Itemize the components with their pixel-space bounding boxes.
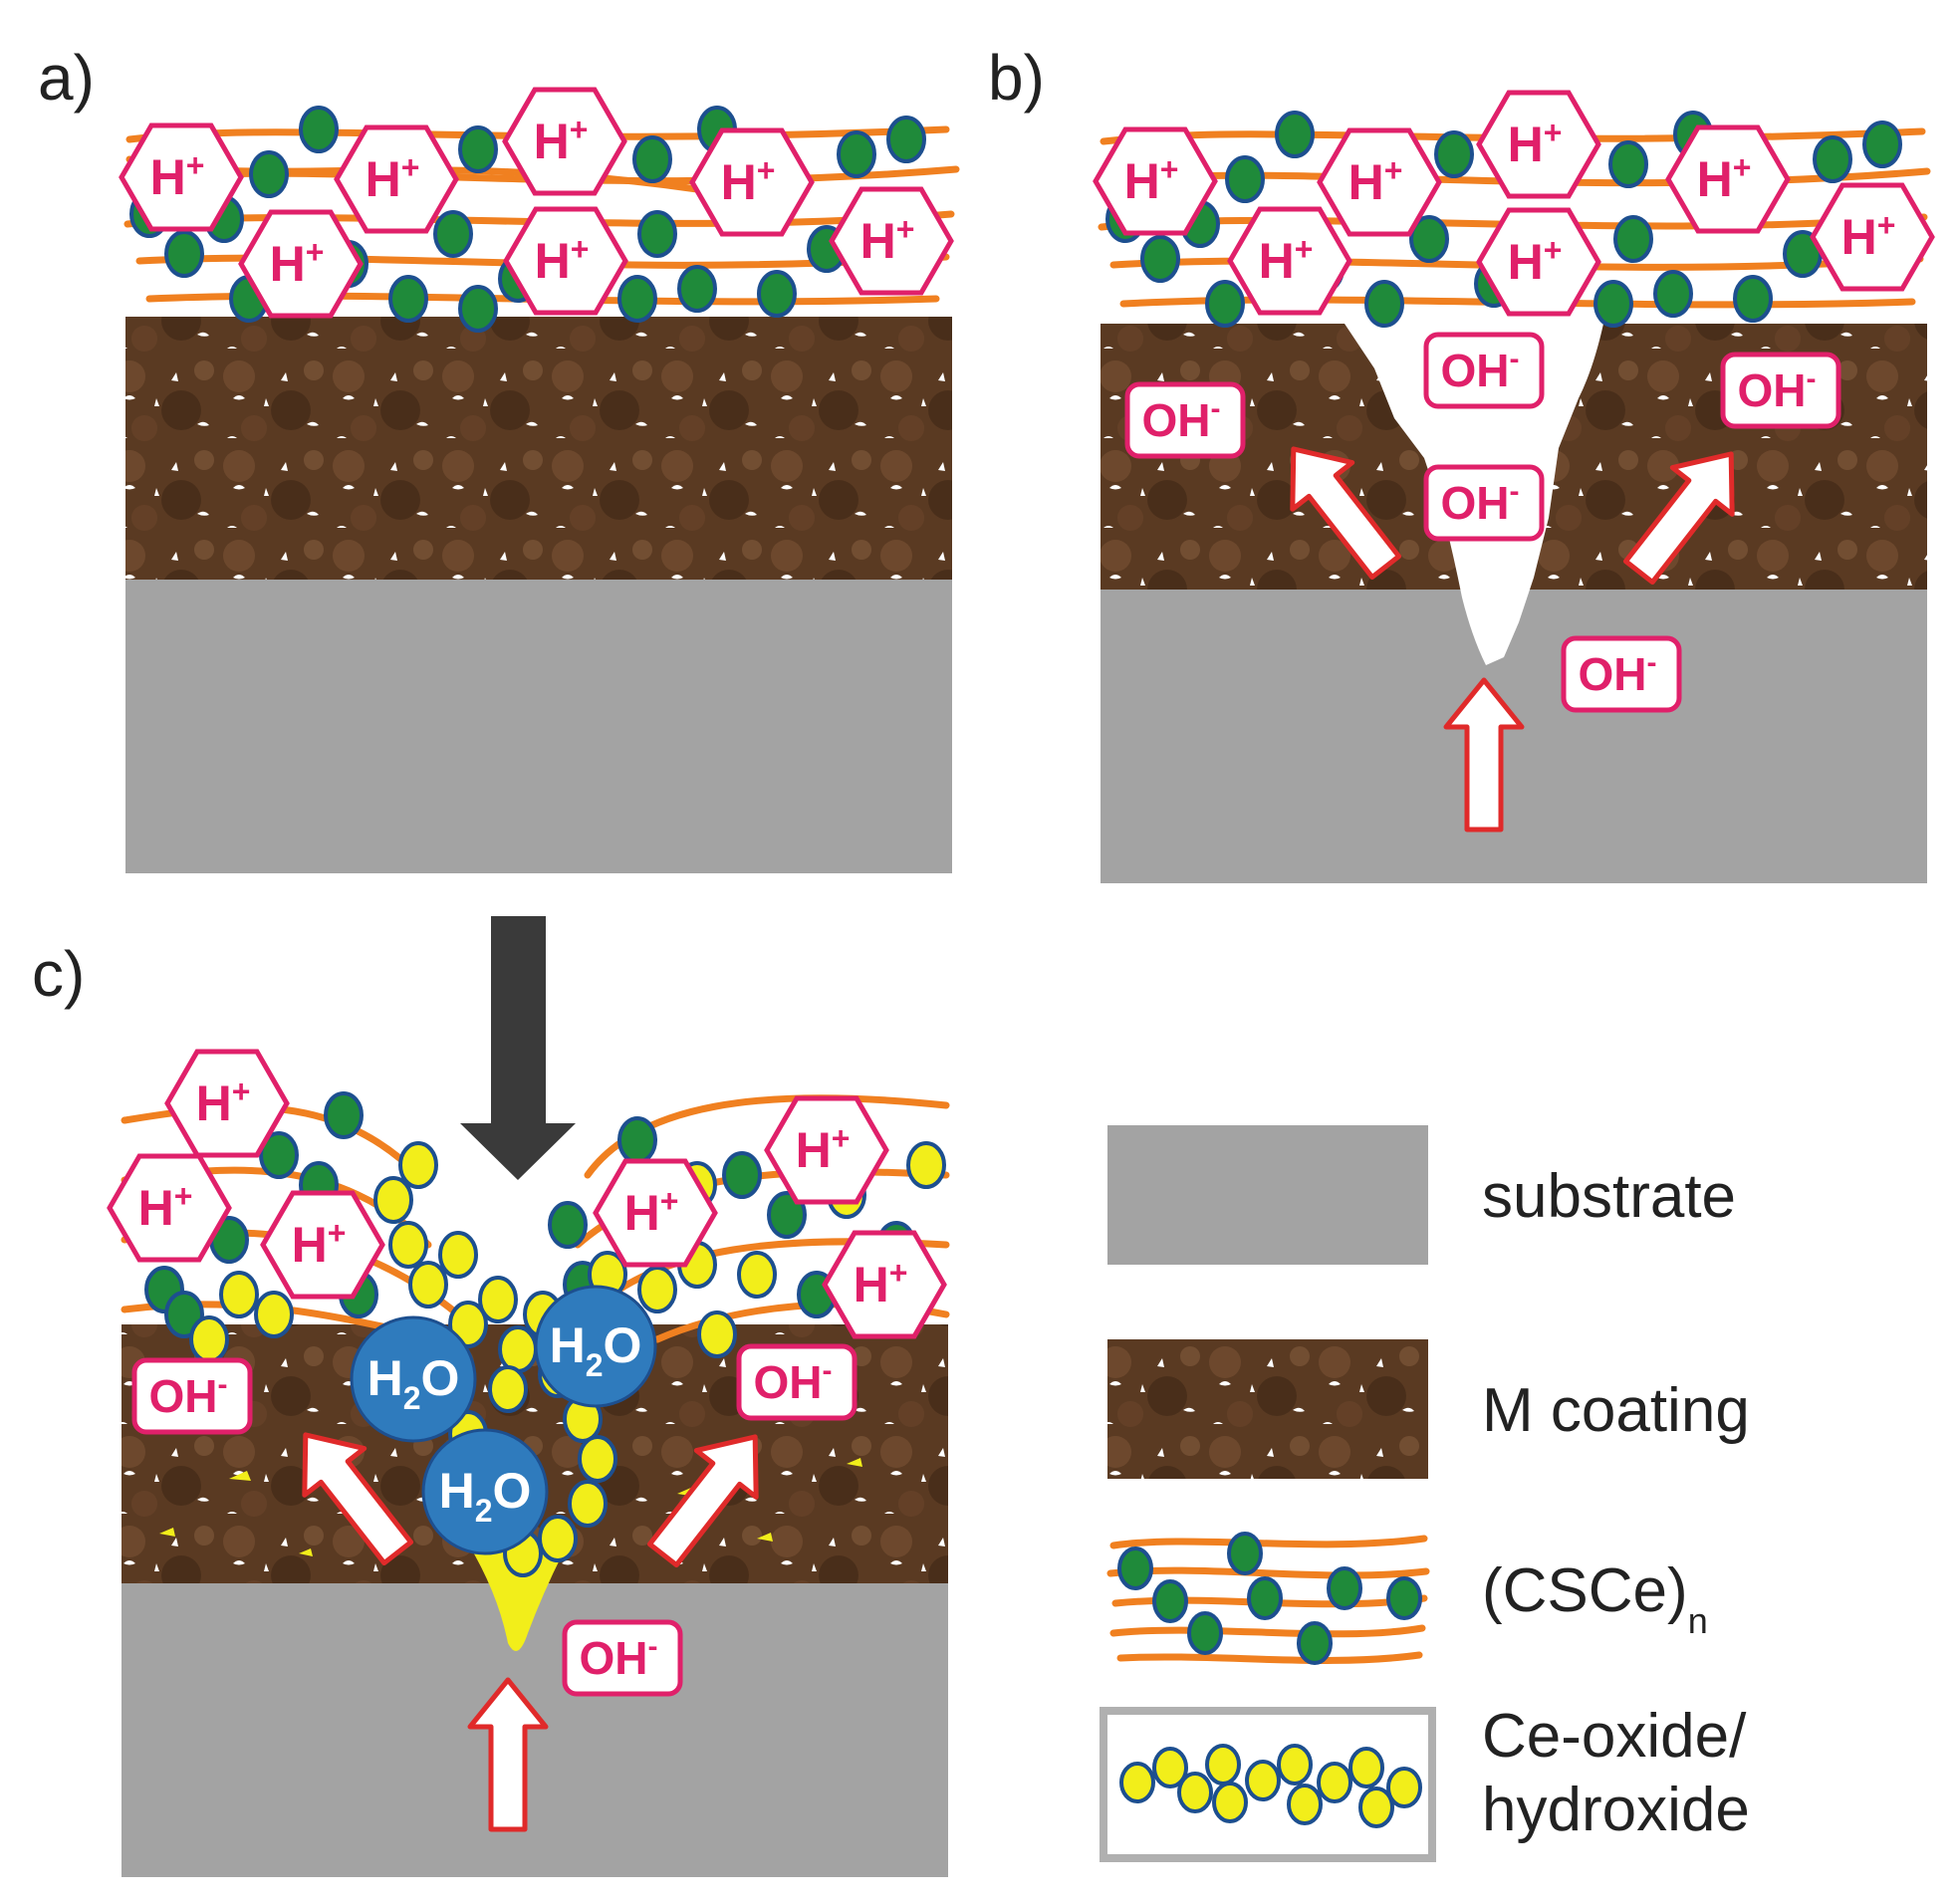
svg-text:OH-: OH- bbox=[580, 1630, 658, 1684]
substrate-layer bbox=[125, 580, 952, 873]
h-plus-hexagon: H+ bbox=[167, 1052, 287, 1155]
h-plus-hexagon: H+ bbox=[506, 209, 625, 313]
h-plus-hexagon: H+ bbox=[241, 212, 361, 316]
hydroxide-labels: OH- OH- OH- OH- OH- bbox=[1127, 335, 1838, 710]
h-plus-hexagon: H+ bbox=[825, 1233, 944, 1336]
svg-text:OH-: OH- bbox=[1579, 646, 1657, 700]
h2o-molecule: H2O bbox=[350, 1315, 477, 1443]
oh-minus-box: OH- bbox=[1127, 384, 1243, 456]
svg-text:H+: H+ bbox=[1841, 207, 1896, 265]
oh-minus-box: OH- bbox=[1564, 638, 1679, 710]
panel-b: H+ H+ H+ H+ H+ H+ H+ OH- OH- OH- OH- OH-… bbox=[988, 42, 1932, 883]
legend-substrate: substrate bbox=[1107, 1125, 1736, 1265]
svg-text:H+: H+ bbox=[534, 112, 589, 169]
h-plus-hexagon: H+ bbox=[110, 1156, 229, 1260]
legend: substrate M coating (CSCe)n bbox=[1100, 1125, 1750, 1862]
legend-csce: (CSCe)n bbox=[1106, 1532, 1708, 1665]
proton-hexagons: H+ H+ H+ H+ H+ H+ H+ bbox=[1096, 93, 1932, 314]
oh-minus-box: OH- bbox=[1426, 335, 1542, 406]
oh-minus-box: OH- bbox=[565, 1622, 680, 1694]
panel-label: c) bbox=[32, 938, 85, 1010]
svg-text:OH-: OH- bbox=[1441, 475, 1520, 529]
h-plus-hexagon: H+ bbox=[263, 1193, 382, 1297]
h-plus-hexagon: H+ bbox=[1320, 130, 1439, 234]
svg-text:H+: H+ bbox=[624, 1183, 679, 1241]
svg-text:H2O: H2O bbox=[439, 1463, 532, 1529]
legend-swatch-substrate bbox=[1107, 1125, 1428, 1265]
h-plus-hexagon: H+ bbox=[832, 189, 951, 293]
svg-text:H+: H+ bbox=[1348, 152, 1403, 210]
svg-text:H+: H+ bbox=[1508, 232, 1563, 290]
h-plus-hexagon: H+ bbox=[1096, 129, 1215, 233]
svg-text:H+: H+ bbox=[196, 1073, 251, 1131]
svg-text:H+: H+ bbox=[292, 1215, 347, 1273]
svg-text:H2O: H2O bbox=[550, 1317, 642, 1383]
water-molecules: H2O H2O H2O bbox=[350, 1285, 657, 1555]
oh-minus-box: OH- bbox=[134, 1360, 250, 1432]
svg-text:H+: H+ bbox=[721, 152, 776, 210]
svg-text:H+: H+ bbox=[1697, 149, 1752, 207]
panel-c: H2O H2O H2O H+ H+ H+ H+ H+ H+ OH- OH- OH… bbox=[32, 916, 950, 1877]
svg-text:H+: H+ bbox=[796, 1120, 851, 1178]
substrate-layer bbox=[1101, 590, 1927, 883]
yellow-deposits bbox=[159, 1458, 862, 1556]
h-plus-hexagon: H+ bbox=[1479, 93, 1598, 196]
legend-ce-oxide: Ce-oxide/ hydroxide bbox=[1100, 1702, 1750, 1862]
svg-text:H+: H+ bbox=[535, 231, 590, 289]
svg-text:OH-: OH- bbox=[1738, 362, 1817, 416]
legend-label: Ce-oxide/ bbox=[1482, 1702, 1747, 1771]
legend-label: M coating bbox=[1482, 1376, 1750, 1445]
h-plus-hexagon: H+ bbox=[1479, 210, 1598, 314]
panel-label: a) bbox=[38, 42, 95, 114]
svg-text:H+: H+ bbox=[366, 149, 420, 207]
svg-text:H2O: H2O bbox=[367, 1350, 460, 1416]
oh-minus-box: OH- bbox=[1426, 467, 1542, 539]
svg-text:H+: H+ bbox=[860, 211, 915, 269]
legend-swatch-m-coating bbox=[1107, 1339, 1428, 1479]
h-plus-hexagon: H+ bbox=[505, 90, 624, 193]
svg-text:H+: H+ bbox=[1508, 115, 1563, 172]
proton-hexagons: H+ H+ H+ H+ H+ H+ bbox=[110, 1052, 944, 1336]
h2o-molecule: H2O bbox=[421, 1428, 549, 1555]
svg-text:H+: H+ bbox=[854, 1255, 908, 1312]
legend-label: substrate bbox=[1482, 1162, 1736, 1231]
svg-text:H+: H+ bbox=[1124, 151, 1179, 209]
oh-minus-box: OH- bbox=[739, 1346, 855, 1418]
h-plus-hexagon: H+ bbox=[1813, 185, 1932, 289]
m-coating-layer bbox=[125, 317, 952, 580]
h-plus-hexagon: H+ bbox=[692, 130, 812, 234]
panel-a: H+ H+ H+ H+ H+ H+ H+ a) bbox=[38, 42, 960, 873]
h-plus-hexagon: H+ bbox=[337, 127, 456, 231]
h-plus-hexagon: H+ bbox=[1668, 127, 1788, 231]
hydroxide-labels: OH- OH- OH- bbox=[134, 1346, 855, 1694]
substrate-layer bbox=[122, 1583, 948, 1877]
h2o-molecule: H2O bbox=[534, 1285, 657, 1408]
proton-hexagons: H+ H+ H+ H+ H+ H+ H+ bbox=[122, 90, 951, 316]
oh-minus-box: OH- bbox=[1723, 355, 1838, 426]
svg-text:OH-: OH- bbox=[1441, 343, 1520, 396]
legend-m-coating: M coating bbox=[1107, 1339, 1750, 1479]
ce-oxide-plug bbox=[468, 1544, 563, 1651]
legend-label: (CSCe)n bbox=[1482, 1556, 1708, 1641]
svg-text:OH-: OH- bbox=[149, 1368, 228, 1422]
panel-label: b) bbox=[988, 42, 1045, 114]
legend-label: hydroxide bbox=[1482, 1776, 1750, 1844]
svg-text:H+: H+ bbox=[1259, 231, 1314, 289]
svg-text:H+: H+ bbox=[138, 1178, 193, 1236]
h-plus-hexagon: H+ bbox=[767, 1098, 886, 1202]
svg-text:H+: H+ bbox=[150, 147, 205, 205]
svg-text:OH-: OH- bbox=[1142, 392, 1221, 446]
svg-text:OH-: OH- bbox=[754, 1354, 833, 1408]
h-plus-hexagon: H+ bbox=[122, 125, 241, 229]
pressure-arrow bbox=[460, 916, 576, 1180]
h-plus-hexagon: H+ bbox=[1230, 209, 1349, 313]
h-plus-hexagon: H+ bbox=[596, 1161, 715, 1265]
svg-text:H+: H+ bbox=[270, 234, 325, 292]
